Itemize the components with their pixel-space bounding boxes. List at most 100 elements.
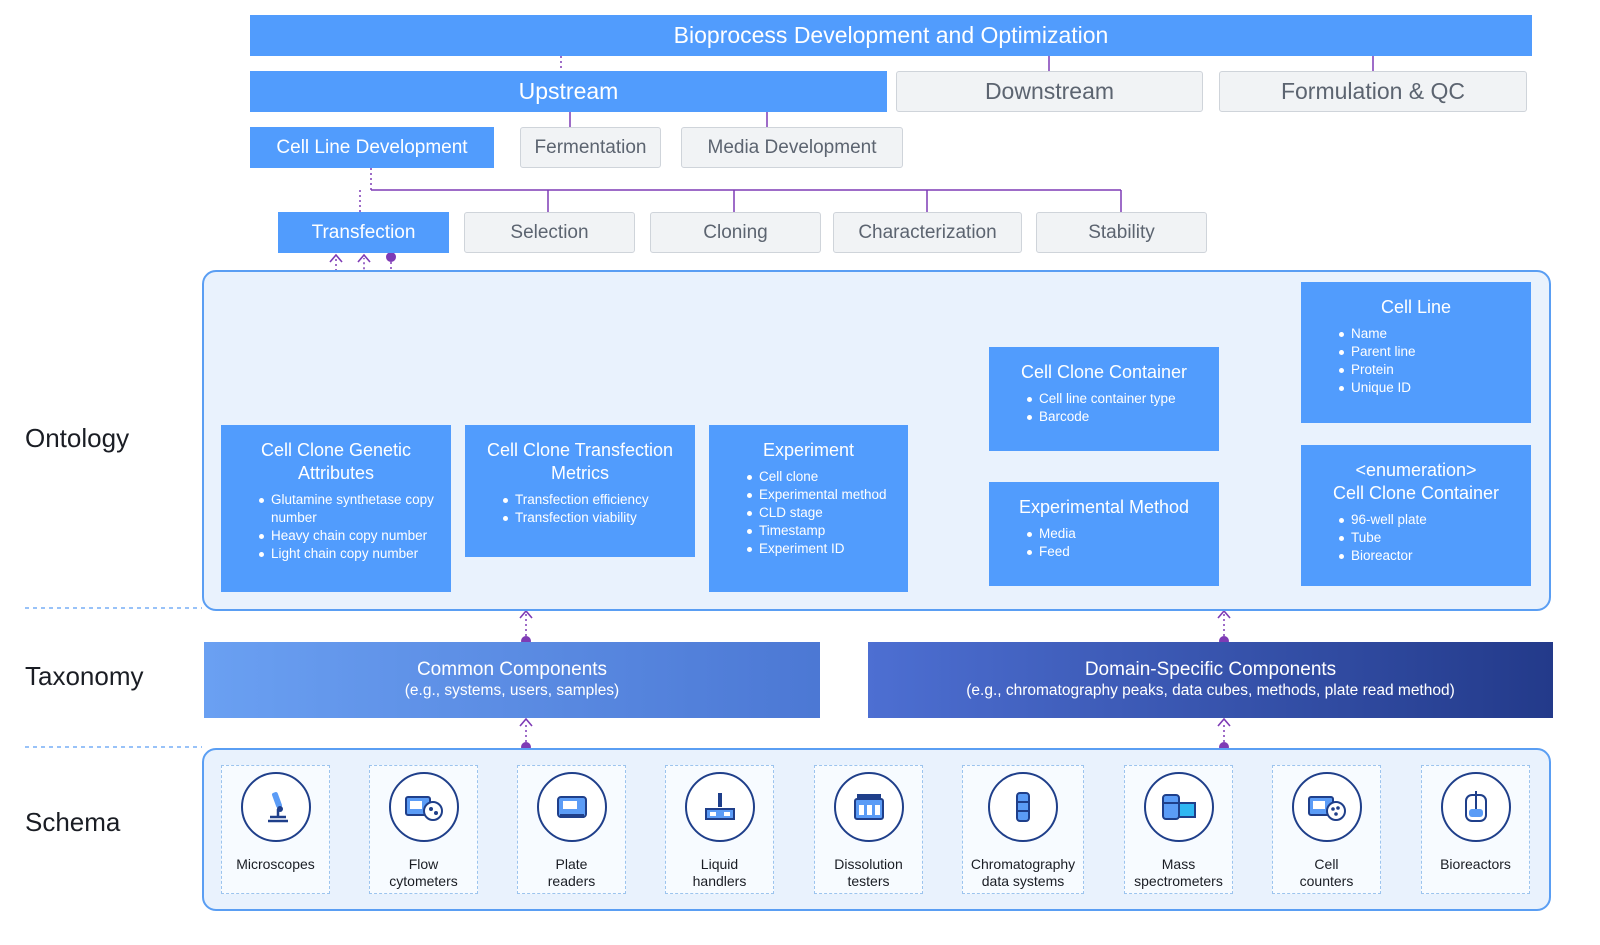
list-item: Cell line container type: [1027, 390, 1203, 408]
list-item: Parent line: [1339, 343, 1515, 361]
list-item: Barcode: [1027, 408, 1203, 426]
common-components-box: Common Components (e.g., systems, users,…: [204, 642, 820, 718]
card-title: Experiment: [762, 440, 855, 460]
list-item: Heavy chain copy number: [259, 527, 435, 545]
bioprocess-title: Bioprocess Development and Optimization: [673, 22, 1109, 48]
card-list: Cell line container type Barcode: [1015, 390, 1203, 426]
chromatography-icon: [988, 772, 1058, 842]
step-label: Selection: [510, 221, 589, 243]
instrument-label: Bioreactors: [1440, 856, 1511, 872]
step-cloning: Cloning: [650, 212, 821, 253]
formulation-label: Formulation & QC: [1280, 78, 1466, 104]
list-item: Cell clone: [747, 468, 892, 486]
liquid-handler-icon: [684, 772, 755, 842]
domain-components-box: Domain-Specific Components (e.g., chroma…: [868, 642, 1553, 718]
card-title: Cell Clone Transfection Metrics: [486, 440, 674, 483]
step-label: Characterization: [858, 221, 997, 243]
plate-reader-icon: [536, 772, 607, 842]
bioreactor-icon: [1440, 772, 1511, 842]
formulation-box: Formulation & QC: [1219, 71, 1527, 112]
instrument-microscopes: Microscopes: [221, 765, 330, 894]
layer-label-ontology: Ontology: [25, 423, 130, 453]
microscope-icon: [240, 772, 311, 842]
step-label: Cloning: [703, 221, 768, 243]
card-title: Cell Clone Container: [1020, 362, 1188, 382]
domain-components-title: Domain-Specific Components: [1084, 659, 1337, 680]
list-item: Tube: [1339, 529, 1515, 547]
list-item: Experiment ID: [747, 540, 892, 558]
list-item: 96-well plate: [1339, 511, 1515, 529]
enumeration-title: Cell Clone Container: [1332, 483, 1500, 503]
card-list: Media Feed: [1015, 525, 1203, 561]
list-item: Media: [1027, 525, 1203, 543]
enumeration-tag: <enumeration>: [1355, 460, 1477, 480]
list-item: Experimental method: [747, 486, 892, 504]
dissolution-tester-icon: [833, 772, 904, 842]
transfection-metrics-card: Cell Clone Transfection Metrics Transfec…: [465, 425, 695, 557]
step-characterization: Characterization: [833, 212, 1022, 253]
card-list: Cell clone Experimental method CLD stage…: [735, 468, 892, 558]
genetic-attributes-card: Cell Clone Genetic Attributes Glutamine …: [221, 425, 451, 592]
card-title: Cell Clone Genetic Attributes: [260, 440, 412, 483]
step-label: Stability: [1088, 221, 1155, 243]
flow-cytometer-icon: [388, 772, 459, 842]
downstream-label: Downstream: [984, 78, 1115, 104]
bioprocess-title-bar: Bioprocess Development and Optimization: [250, 15, 1532, 56]
layer-label-taxonomy: Taxonomy: [25, 661, 144, 691]
cell-line-card: Cell Line Name Parent line Protein Uniqu…: [1301, 282, 1531, 423]
experimental-method-card: Experimental Method Media Feed: [989, 482, 1219, 586]
step-label: Transfection: [311, 221, 416, 243]
domain-components-subtitle: (e.g., chromatography peaks, data cubes,…: [966, 682, 1455, 699]
instrument-label: Microscopes: [236, 856, 315, 872]
list-item: Name: [1339, 325, 1515, 343]
cell-line-development-label: Cell Line Development: [276, 136, 468, 158]
step-transfection: Transfection: [278, 212, 449, 253]
list-item: Unique ID: [1339, 379, 1515, 397]
common-components-title: Common Components: [416, 659, 608, 680]
list-item: Transfection viability: [503, 509, 679, 527]
fermentation-label: Fermentation: [534, 136, 647, 158]
list-item: Light chain copy number: [259, 545, 435, 563]
card-title: Experimental Method: [1018, 497, 1190, 517]
instrument-bioreactors: Bioreactors: [1421, 765, 1530, 894]
enumeration-card: <enumeration> Cell Clone Container 96-we…: [1301, 445, 1531, 586]
list-item: CLD stage: [747, 504, 892, 522]
media-development-label: Media Development: [707, 136, 877, 158]
list-item: Transfection efficiency: [503, 491, 679, 509]
list-item: Timestamp: [747, 522, 892, 540]
fermentation-box: Fermentation: [520, 127, 661, 168]
cell-line-development-box: Cell Line Development: [250, 127, 494, 168]
list-item: Glutamine synthetase copy number: [259, 491, 435, 527]
card-list: Transfection efficiency Transfection via…: [491, 491, 679, 527]
step-selection: Selection: [464, 212, 635, 253]
card-list: 96-well plate Tube Bioreactor: [1327, 511, 1515, 565]
card-title: <enumeration> Cell Clone Container: [1317, 459, 1515, 505]
list-item: Feed: [1027, 543, 1203, 561]
upstream-label: Upstream: [518, 78, 619, 104]
cell-clone-container-card: Cell Clone Container Cell line container…: [989, 347, 1219, 451]
list-item: Bioreactor: [1339, 547, 1515, 565]
upstream-box: Upstream: [250, 71, 887, 112]
step-stability: Stability: [1036, 212, 1207, 253]
media-development-box: Media Development: [681, 127, 903, 168]
card-list: Glutamine synthetase copy number Heavy c…: [247, 491, 435, 563]
card-title: Cell Line: [1380, 297, 1452, 317]
card-list: Name Parent line Protein Unique ID: [1327, 325, 1515, 397]
experiment-card: Experiment Cell clone Experimental metho…: [709, 425, 908, 592]
list-item: Protein: [1339, 361, 1515, 379]
downstream-box: Downstream: [896, 71, 1203, 112]
